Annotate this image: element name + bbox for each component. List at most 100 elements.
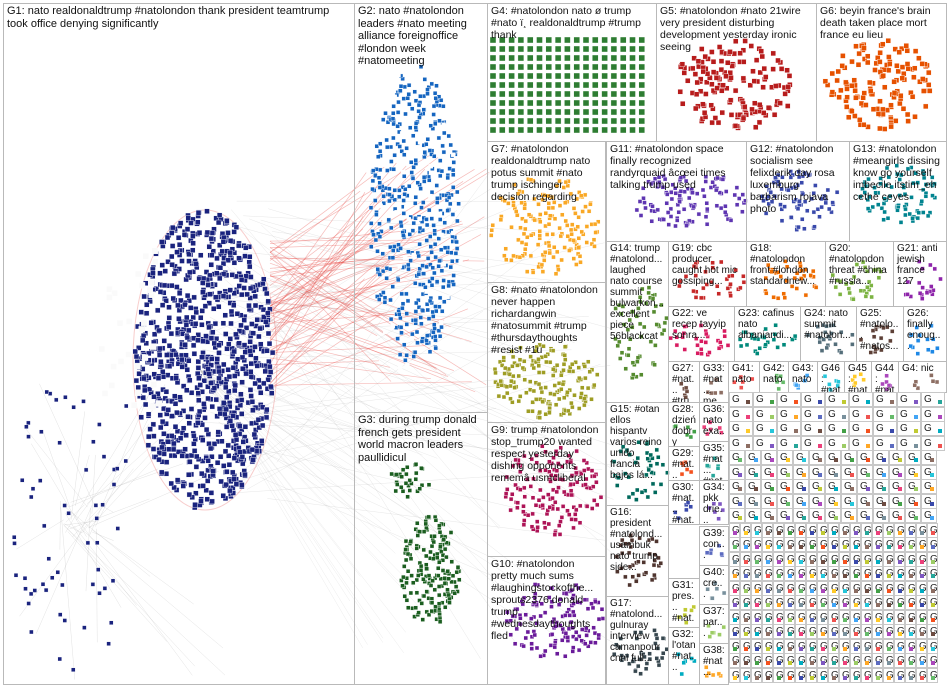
mini-group-cell[interactable]: G [872,552,883,567]
mini-group-cell[interactable]: G [905,566,916,581]
mini-group-cell[interactable]: G [773,610,784,625]
mini-group-cell[interactable]: G [905,523,916,538]
mini-group-cell[interactable]: G [751,653,762,668]
mini-group-cell[interactable]: G [795,610,806,625]
group-panel-g10[interactable]: G10: #natolondon pretty much sums #laugh… [487,556,606,685]
mini-group-cell[interactable]: G [751,610,762,625]
mini-group-cell[interactable]: G [773,624,784,639]
mini-group-cell[interactable]: G [872,624,883,639]
mini-group-cell[interactable]: G [849,392,873,407]
mini-group-cell[interactable]: G [894,581,905,596]
mini-group-cell[interactable]: G [784,537,795,552]
mini-group-cell[interactable]: G [777,450,793,465]
mini-group-cell[interactable]: G [905,450,921,465]
mini-group-cell[interactable]: G [883,610,894,625]
mini-group-cell[interactable]: G [839,610,850,625]
group-panel-g2[interactable]: G2: nato #natolondon leaders #nato meeti… [354,3,488,413]
mini-group-cell[interactable]: G [927,610,938,625]
mini-group-cell[interactable]: G [921,465,937,480]
mini-group-cell[interactable]: G [751,537,762,552]
group-panel-g40[interactable]: G40: cre... [699,565,729,605]
mini-group-cell[interactable]: G [883,537,894,552]
mini-group-cell[interactable]: G [850,523,861,538]
mini-group-cell[interactable]: G [839,537,850,552]
mini-group-cell[interactable]: G [825,436,849,451]
mini-group-cell[interactable]: G [784,624,795,639]
mini-group-cell[interactable]: G [773,552,784,567]
mini-group-cell[interactable]: G [784,595,795,610]
mini-group-cell[interactable]: G [861,537,872,552]
mini-group-cell[interactable]: G [841,508,857,523]
mini-group-cell[interactable]: G [894,639,905,654]
group-panel-g42[interactable]: G42: nato [759,361,789,393]
mini-group-cell[interactable]: G [839,668,850,683]
mini-group-cell[interactable]: G [872,523,883,538]
mini-group-cell[interactable]: G [729,581,740,596]
mini-group-cell[interactable]: G [817,581,828,596]
mini-group-cell[interactable]: G [872,653,883,668]
group-panel-g15[interactable]: G15: #otan ellos hispantv varios reino u… [606,402,669,506]
mini-group-cell[interactable]: G [839,595,850,610]
mini-group-cell[interactable]: G [873,407,897,422]
group-panel-g41[interactable]: G41: nato [728,361,760,393]
mini-group-cell[interactable]: G [839,552,850,567]
mini-group-cell[interactable]: G [861,624,872,639]
mini-group-cell[interactable]: G [793,450,809,465]
mini-group-cell[interactable]: G [905,552,916,567]
mini-group-cell[interactable]: G [817,537,828,552]
mini-group-cell[interactable]: G [825,392,849,407]
mini-group-cell[interactable]: G [850,581,861,596]
mini-group-cell[interactable]: G [745,494,761,509]
mini-group-cell[interactable]: G [793,508,809,523]
mini-group-cell[interactable]: G [828,566,839,581]
mini-group-cell[interactable]: G [795,581,806,596]
mini-group-cell[interactable]: G [729,494,745,509]
mini-group-cell[interactable]: G [828,624,839,639]
mini-group-cell[interactable]: G [850,639,861,654]
mini-group-cell[interactable]: G [894,610,905,625]
mini-group-cell[interactable]: G [729,508,745,523]
mini-group-cell[interactable]: G [825,479,841,494]
mini-group-cell[interactable]: G [795,624,806,639]
mini-group-cell[interactable]: G [773,537,784,552]
mini-group-cell[interactable]: G [784,610,795,625]
mini-group-cell[interactable]: G [762,523,773,538]
mini-group-cell[interactable]: G [883,566,894,581]
group-panel-g45[interactable]: G45: #nat [844,361,872,393]
mini-group-cell[interactable]: G [795,639,806,654]
mini-group-cell[interactable]: G [872,668,883,683]
group-panel-g43[interactable]: G43: nato [788,361,818,393]
mini-group-cell[interactable]: G [762,639,773,654]
group-panel-g12[interactable]: G12: #natolondon socialism see felixderi… [746,141,850,242]
mini-group-cell[interactable]: G [873,436,897,451]
mini-group-cell[interactable]: G [740,668,751,683]
mini-group-cell[interactable]: G [894,566,905,581]
mini-group-cell[interactable]: G [916,552,927,567]
group-panel-g19[interactable]: G19: cbc producer caught hot mic gossipi… [668,241,747,307]
mini-group-cell[interactable]: G [809,450,825,465]
mini-group-cell[interactable]: G [857,465,873,480]
mini-group-cell[interactable]: G [740,537,751,552]
mini-group-cell[interactable]: G [817,523,828,538]
group-panel-g47[interactable]: G4: nic [898,361,947,393]
mini-group-cell[interactable]: G [784,653,795,668]
mini-group-cell[interactable]: G [729,392,753,407]
mini-group-cell[interactable]: G [729,624,740,639]
mini-group-cell[interactable]: G [817,610,828,625]
mini-group-cell[interactable]: G [740,610,751,625]
mini-group-cell[interactable]: G [795,595,806,610]
mini-group-cell[interactable]: G [825,508,841,523]
mini-group-cell[interactable]: G [883,552,894,567]
mini-group-cell[interactable]: G [894,537,905,552]
mini-group-cell[interactable]: G [861,668,872,683]
mini-group-cell[interactable]: G [872,639,883,654]
mini-group-cell[interactable]: G [828,610,839,625]
mini-group-cell[interactable]: G [745,465,761,480]
mini-group-cell[interactable]: G [849,436,873,451]
mini-group-cell[interactable]: G [894,523,905,538]
mini-group-cell[interactable]: G [762,595,773,610]
mini-group-cell[interactable]: G [857,508,873,523]
mini-group-cell[interactable]: G [817,653,828,668]
mini-group-cell[interactable]: G [897,436,921,451]
mini-group-cell[interactable]: G [729,566,740,581]
